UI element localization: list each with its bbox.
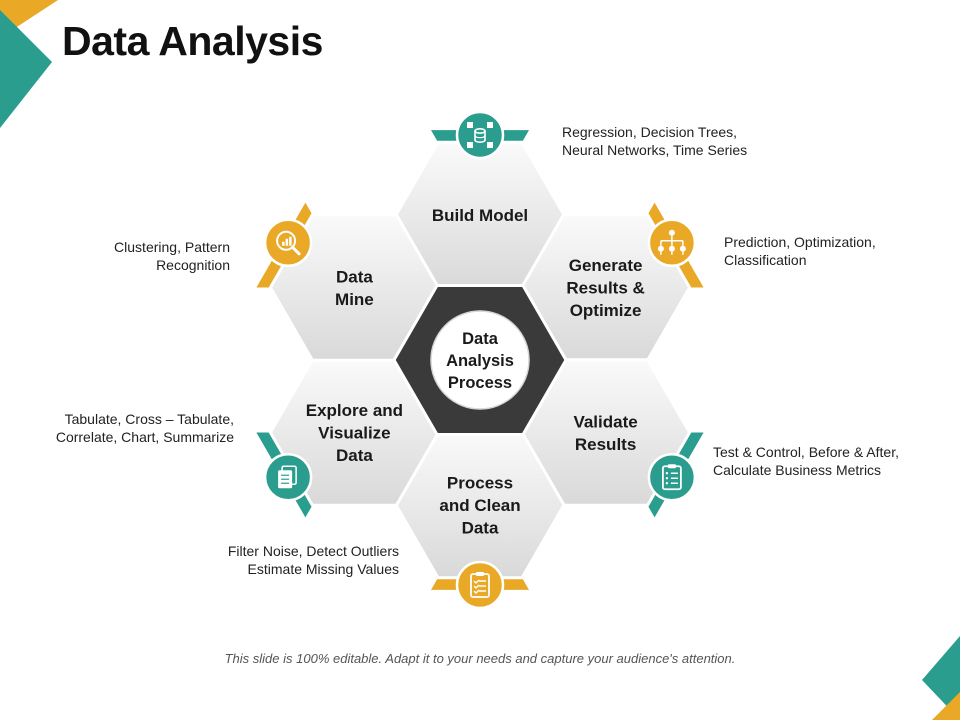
step-label-line: Explore and bbox=[306, 401, 403, 420]
slide-title: Data Analysis bbox=[62, 18, 323, 64]
center-label-line: Data bbox=[462, 330, 499, 348]
desc-data-mine: Clustering, Pattern Recognition bbox=[114, 239, 230, 273]
desc-generate-results: Prediction, Optimization, Classification bbox=[724, 234, 876, 268]
step-label-line: Results & bbox=[566, 279, 644, 298]
step-label-line: Data bbox=[462, 519, 499, 538]
corner-teal-top-left bbox=[0, 10, 52, 128]
step-label-line: Data bbox=[336, 446, 373, 465]
step-label-line: Mine bbox=[335, 290, 374, 309]
step-label-line: Validate bbox=[573, 412, 637, 431]
desc-validate-results: Test & Control, Before & After, Calculat… bbox=[713, 444, 899, 478]
hierarchy-icon bbox=[647, 218, 697, 268]
corner-gold-bottom-right bbox=[932, 692, 960, 720]
clipboard-list-icon bbox=[647, 452, 697, 502]
center-label-line: Analysis bbox=[446, 352, 514, 370]
center-circle bbox=[430, 310, 530, 410]
step-label-line: Optimize bbox=[570, 301, 642, 320]
step-label-line: Results bbox=[575, 435, 636, 454]
desc-build-model: Regression, Decision Trees, Neural Netwo… bbox=[562, 124, 748, 158]
footer-note: This slide is 100% editable. Adapt it to… bbox=[224, 651, 736, 666]
step-label-line: and Clean bbox=[439, 496, 520, 515]
desc-process-clean: Filter Noise, Detect Outliers Estimate M… bbox=[227, 543, 399, 577]
step-label-line: Process bbox=[447, 474, 513, 493]
step-label-line: Generate bbox=[569, 256, 643, 275]
step-label-line: Visualize bbox=[318, 424, 390, 443]
desc-explore-visualize: Tabulate, Cross – Tabulate, Correlate, C… bbox=[55, 411, 234, 445]
center-label-line: Process bbox=[448, 374, 512, 392]
checklist-icon bbox=[455, 560, 505, 610]
step-label-line: Data bbox=[336, 267, 373, 286]
corner-teal-bottom-right bbox=[922, 636, 960, 720]
documents-icon bbox=[263, 452, 313, 502]
chart-search-icon bbox=[263, 218, 313, 268]
step-label-line: Build Model bbox=[432, 206, 528, 225]
database-network-icon bbox=[455, 110, 505, 160]
